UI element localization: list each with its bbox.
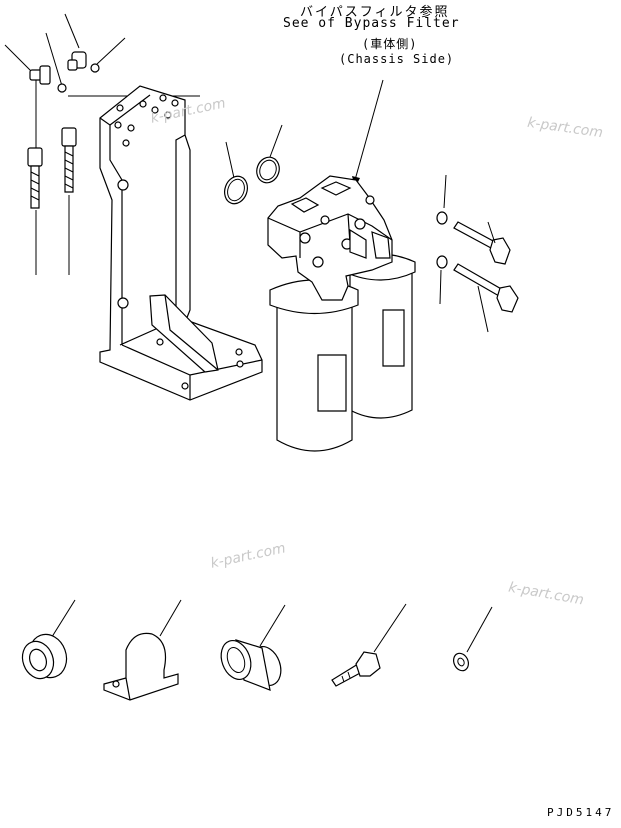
filter-element-front bbox=[270, 280, 358, 451]
large-o-ring-left bbox=[221, 142, 251, 207]
bolt-upper bbox=[454, 222, 510, 264]
socket-bolt-right bbox=[62, 128, 76, 192]
reference-arrow bbox=[352, 80, 383, 188]
reference-title-en: See of Bypass Filter bbox=[283, 16, 460, 31]
washer-lower bbox=[437, 256, 447, 304]
small-o-ring-left bbox=[58, 84, 66, 92]
filter-head bbox=[268, 176, 392, 300]
washer-small bbox=[451, 607, 492, 673]
elbow-fitting bbox=[30, 66, 50, 148]
spacer-bushing bbox=[216, 605, 286, 690]
filter-element-rear bbox=[345, 254, 415, 418]
bolt-small bbox=[332, 604, 406, 686]
large-o-ring-right bbox=[253, 125, 283, 186]
clamp bbox=[104, 600, 181, 700]
mounting-bracket bbox=[100, 86, 262, 400]
reference-subtitle-en: (Chassis Side) bbox=[339, 52, 455, 66]
reference-title-jp: バイパスフィルタ参照 bbox=[300, 5, 450, 20]
upper-left-leaders bbox=[5, 14, 200, 275]
washer-upper bbox=[437, 175, 447, 224]
connector-fitting bbox=[68, 52, 86, 70]
small-o-ring-right bbox=[91, 64, 99, 72]
reference-subtitle-jp: (車体側) bbox=[362, 37, 418, 51]
bolt-lower bbox=[454, 264, 518, 332]
grommet bbox=[17, 600, 75, 683]
socket-bolt-left bbox=[28, 148, 42, 208]
drawing-code: PJD5147 bbox=[547, 806, 615, 819]
